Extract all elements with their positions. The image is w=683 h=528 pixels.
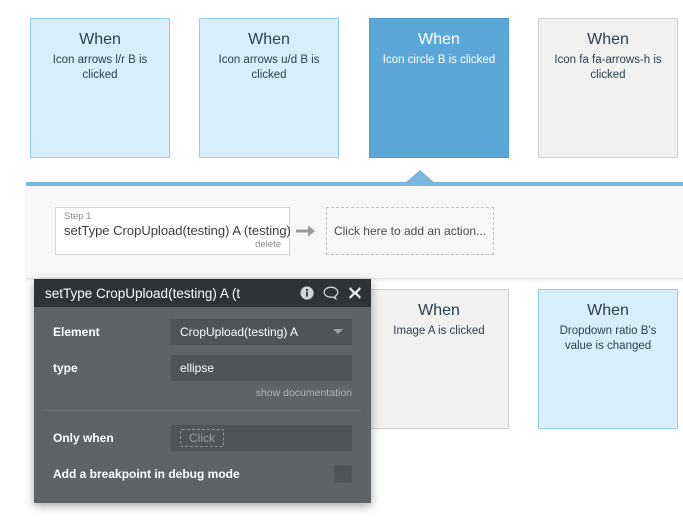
property-editor-header-icons: [294, 286, 362, 300]
breakpoint-checkbox[interactable]: [334, 465, 352, 483]
event-card-description: Icon circle B is clicked: [382, 54, 496, 66]
arrow-right-icon: [295, 222, 317, 240]
event-card-when-label: When: [587, 31, 629, 48]
workflow-step-1[interactable]: Step 1 setType CropUpload(testing) A (te…: [55, 207, 291, 255]
event-card-icon-arrows-lr[interactable]: When Icon arrows l/r B is clicked: [30, 18, 170, 158]
element-label: Element: [53, 325, 100, 339]
comment-icon[interactable]: [323, 286, 339, 300]
divider: [44, 410, 361, 411]
property-editor-body: Element CropUpload(testing) A type ellip…: [34, 307, 371, 483]
element-row: Element CropUpload(testing) A: [34, 319, 371, 345]
event-card-when-label: When: [418, 302, 460, 319]
only-when-row: Only when Click: [34, 425, 371, 451]
only-when-placeholder: Click: [180, 429, 224, 447]
breakpoint-row: Add a breakpoint in debug mode: [34, 465, 371, 483]
type-label: type: [53, 361, 78, 375]
event-card-description: Dropdown ratio B's value is changed: [559, 325, 657, 352]
only-when-label: Only when: [53, 431, 114, 445]
event-card-icon-fa-arrows-h[interactable]: When Icon fa fa-arrows-h is clicked: [538, 18, 678, 158]
event-card-description: Icon arrows l/r B is clicked: [52, 54, 148, 81]
property-editor-title: setType CropUpload(testing) A (t: [45, 285, 241, 301]
show-documentation-link[interactable]: show documentation: [255, 387, 352, 399]
type-row: type ellipse: [34, 355, 371, 381]
event-card-when-label: When: [248, 31, 290, 48]
event-card-description: Icon fa fa-arrows-h is clicked: [554, 54, 662, 81]
property-editor-header[interactable]: setType CropUpload(testing) A (t: [34, 279, 371, 307]
action-panel-pointer: [405, 170, 435, 183]
element-dropdown-value: CropUpload(testing) A: [180, 325, 299, 339]
step-number-label: Step 1: [64, 211, 92, 222]
property-editor-popup: setType CropUpload(testing) A (t: [34, 279, 371, 503]
step-delete-link[interactable]: delete: [255, 239, 281, 250]
event-card-when-label: When: [418, 31, 460, 48]
breakpoint-label: Add a breakpoint in debug mode: [53, 467, 240, 481]
add-action-button[interactable]: Click here to add an action...: [326, 207, 494, 255]
chevron-down-icon: [333, 329, 343, 334]
type-input[interactable]: ellipse: [171, 355, 352, 381]
close-icon[interactable]: [348, 286, 362, 300]
event-card-description: Icon arrows u/d B is clicked: [218, 54, 320, 81]
event-card-dropdown-ratio-changed[interactable]: When Dropdown ratio B's value is changed: [538, 289, 678, 429]
event-card-when-label: When: [587, 302, 629, 319]
info-icon[interactable]: [300, 286, 314, 300]
event-card-image-a-clicked[interactable]: When Image A is clicked: [369, 289, 509, 429]
event-card-when-label: When: [79, 31, 121, 48]
event-card-description: Image A is clicked: [393, 325, 485, 337]
event-card-icon-arrows-ud[interactable]: When Icon arrows u/d B is clicked: [199, 18, 339, 158]
event-card-icon-circle[interactable]: When Icon circle B is clicked: [369, 18, 509, 158]
action-panel-top-bar: [26, 182, 683, 186]
element-dropdown[interactable]: CropUpload(testing) A: [171, 319, 352, 345]
only-when-input[interactable]: Click: [171, 425, 352, 451]
add-action-label: Click here to add an action...: [333, 224, 487, 238]
type-input-value: ellipse: [180, 361, 215, 375]
step-title: setType CropUpload(testing) A (testing): [64, 223, 291, 238]
